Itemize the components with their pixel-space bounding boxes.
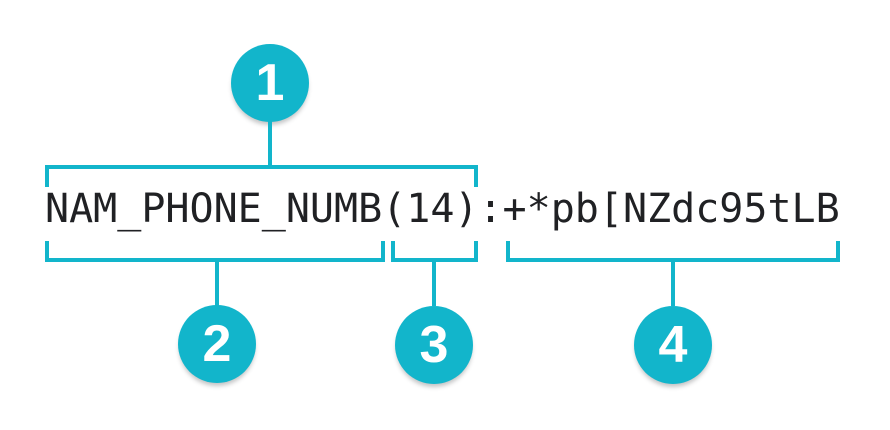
marker-3-badge: 3	[395, 306, 473, 384]
marker-4-connector-line	[671, 260, 675, 306]
token-text: NAM_PHONE_NUMB(14):+*pb[NZdc95tLB	[45, 186, 840, 232]
marker-1-badge: 1	[231, 44, 309, 122]
marker-4-badge: 4	[634, 306, 712, 384]
bracket-segment-4	[506, 241, 840, 262]
marker-2-connector-line	[215, 260, 219, 306]
marker-2-badge: 2	[178, 305, 256, 383]
bracket-segment-1	[45, 165, 478, 187]
bracket-segment-3	[391, 241, 478, 262]
marker-3-connector-line	[432, 260, 436, 306]
bracket-segment-2	[45, 241, 385, 262]
marker-1-connector-line	[268, 120, 272, 166]
